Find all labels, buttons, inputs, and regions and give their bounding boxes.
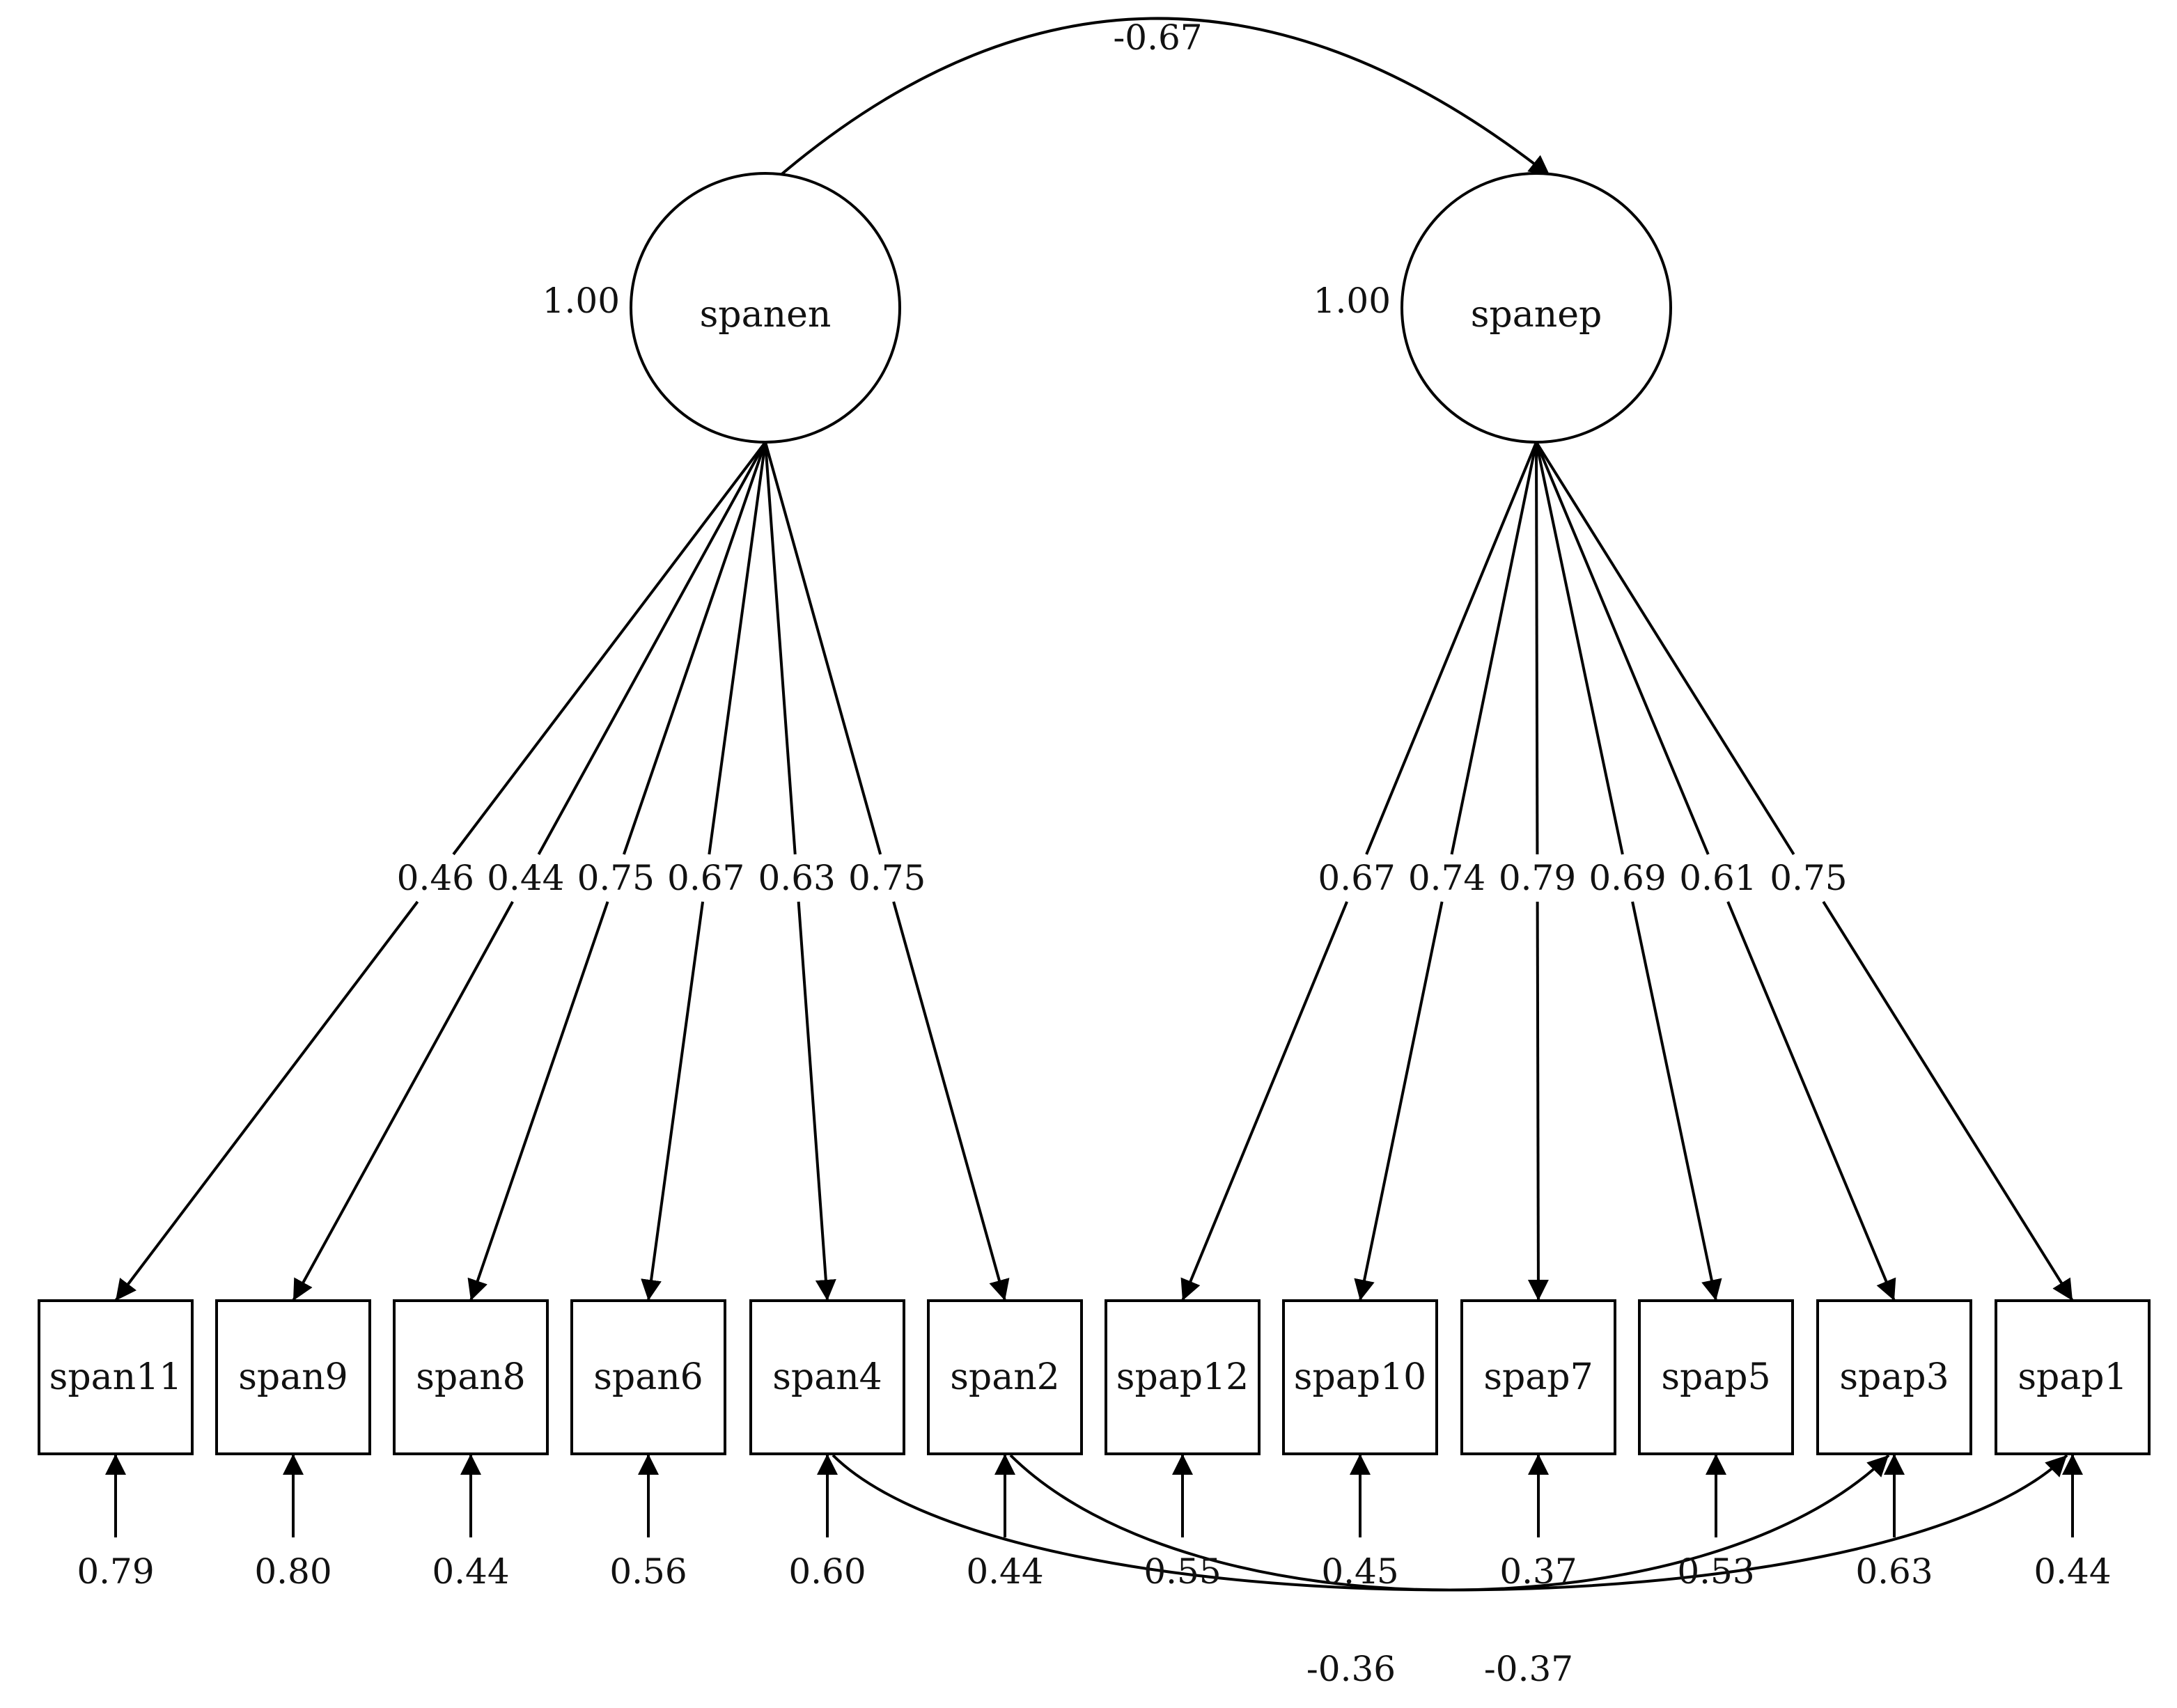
loading-arrow-span6 [641,901,705,1301]
loading-arrow-span9 [292,901,514,1301]
loading-line-spap5 [1535,441,1624,855]
loading-line-spap10 [1450,441,1538,855]
indicator-label-spap5: spap5 [1661,1356,1770,1398]
residual-label-span9: 0.80 [254,1551,331,1592]
factor-variance-spanep: 1.00 [1313,281,1391,321]
residual-label-span8: 0.44 [432,1551,509,1592]
indicator-spap5 [1638,1299,1794,1455]
factor-variance-spanen: 1.00 [543,281,620,321]
indicator-label-span11: span11 [49,1356,182,1398]
residual-label-spap7: 0.37 [1499,1551,1577,1592]
indicator-label-span9: span9 [238,1356,348,1398]
loading-line-span9 [537,441,767,855]
residual-label-spap12: 0.55 [1144,1551,1221,1592]
indicator-spap10 [1282,1299,1438,1455]
residual-covariance-label-span4-spap1: -0.36 [1306,1649,1396,1689]
loading-arrow-span8 [467,901,609,1301]
indicator-label-span4: span4 [772,1356,882,1398]
factor-spanen [630,172,901,444]
loading-line-span2 [764,441,882,855]
loading-line-spap7 [1535,441,1539,855]
residual-covariance-label-span2-spap3: -0.37 [1484,1649,1573,1689]
loading-arrow-span11 [114,900,419,1302]
factor-spanep [1400,172,1672,444]
loading-label-span11: 0.46 [397,858,474,898]
loading-arrow-span2 [892,901,1010,1301]
loading-line-spap1 [1535,441,1795,856]
loading-line-span11 [452,441,767,856]
loading-label-spap7: 0.79 [1499,858,1576,898]
loading-arrow-spap3 [1726,901,1896,1301]
loading-label-span6: 0.67 [667,858,744,898]
loading-arrow-spap1 [1822,900,2074,1302]
loading-line-spap3 [1535,441,1710,855]
indicator-label-span2: span2 [950,1356,1060,1398]
indicator-label-spap10: spap10 [1294,1356,1426,1398]
loading-label-spap5: 0.69 [1589,858,1666,898]
loading-line-span6 [708,441,767,855]
loading-arrow-spap5 [1631,901,1722,1301]
residual-label-spap5: 0.53 [1677,1551,1754,1592]
indicator-spap1 [1995,1299,2151,1455]
indicator-spap12 [1105,1299,1261,1455]
residual-label-spap10: 0.45 [1321,1551,1398,1592]
indicator-span2 [927,1299,1083,1455]
factor-correlation-arrow [756,17,1552,198]
indicator-span11 [38,1299,194,1455]
residual-label-span6: 0.56 [609,1551,687,1592]
loading-label-spap10: 0.74 [1408,858,1485,898]
indicator-label-spap3: spap3 [1839,1356,1949,1398]
loading-arrow-spap12 [1180,901,1348,1301]
loading-arrow-spap10 [1354,901,1444,1301]
indicator-label-span8: span8 [416,1356,526,1398]
factor-label-spanep: spanep [1471,294,1602,336]
indicator-label-spap7: spap7 [1483,1356,1593,1398]
factor-correlation-label: -0.67 [1113,17,1202,58]
indicator-span9 [215,1299,371,1455]
loading-label-span9: 0.44 [487,858,564,898]
loading-line-spap12 [1365,441,1538,855]
residual-label-span2: 0.44 [966,1551,1043,1592]
indicator-span8 [393,1299,549,1455]
factor-label-spanen: spanen [700,294,832,336]
loading-line-span4 [764,441,797,855]
indicator-spap3 [1816,1299,1972,1455]
residual-label-span11: 0.79 [77,1551,154,1592]
loading-label-span4: 0.63 [758,858,836,898]
loading-label-span2: 0.75 [848,858,926,898]
indicator-spap7 [1460,1299,1616,1455]
loading-line-span8 [623,441,767,855]
loading-label-spap3: 0.61 [1679,858,1756,898]
loading-arrow-span4 [797,901,836,1301]
indicator-label-span6: span6 [593,1356,703,1398]
residual-label-span4: 0.60 [788,1551,866,1592]
loading-label-span8: 0.75 [577,858,655,898]
loading-label-spap12: 0.67 [1318,858,1395,898]
residual-covariance-arrow-span2-spap3 [988,1433,1890,1592]
residual-label-spap1: 0.44 [2034,1551,2111,1592]
indicator-label-spap12: spap12 [1116,1356,1249,1398]
indicator-label-spap1: spap1 [2018,1356,2127,1398]
residual-label-spap3: 0.63 [1855,1551,1933,1592]
loading-label-spap1: 0.75 [1770,858,1847,898]
indicator-span4 [749,1299,905,1455]
indicator-span6 [570,1299,726,1455]
